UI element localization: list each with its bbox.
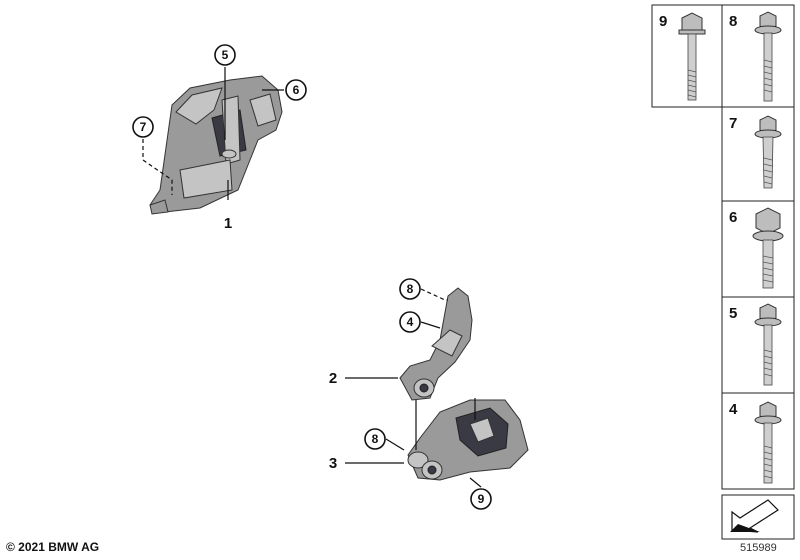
- callout-8-mid[interactable]: 8: [399, 278, 421, 300]
- cell-label-4: 4: [729, 401, 738, 418]
- svg-text:6: 6: [293, 83, 300, 97]
- cell-label-6: 6: [729, 209, 737, 226]
- svg-text:7: 7: [140, 120, 147, 134]
- bolt-6[interactable]: 6: [729, 207, 784, 289]
- engine-mount-bracket[interactable]: [149, 75, 283, 215]
- callout-4-mid[interactable]: 4: [399, 311, 421, 333]
- cell-label-7: 7: [729, 115, 737, 132]
- bolt-8[interactable]: 8: [729, 11, 782, 102]
- svg-text:5: 5: [222, 48, 229, 62]
- leader-9-low: [469, 477, 482, 488]
- cell-label-8: 8: [729, 13, 737, 30]
- transmission-mount[interactable]: [407, 398, 529, 481]
- leader-8-mid: [420, 288, 448, 301]
- cell-label-9: 9: [659, 13, 667, 30]
- label-part-1[interactable]: 1: [224, 215, 232, 232]
- svg-text:4: 4: [407, 315, 414, 329]
- callout-9-low[interactable]: 9: [470, 488, 492, 510]
- direction-arrow-icon: [730, 499, 779, 533]
- svg-text:8: 8: [407, 282, 414, 296]
- callout-7-top[interactable]: 7: [132, 116, 154, 138]
- callout-6-top[interactable]: 6: [285, 79, 307, 101]
- bolt-9[interactable]: 9: [659, 12, 706, 101]
- bolt-5[interactable]: 5: [729, 303, 782, 386]
- diagram-code: 515989: [740, 542, 777, 554]
- bolt-7[interactable]: 7: [729, 115, 782, 189]
- label-part-3[interactable]: 3: [329, 455, 337, 472]
- cell-label-5: 5: [729, 305, 737, 322]
- svg-text:8: 8: [372, 432, 379, 446]
- leader-8-low: [385, 438, 405, 451]
- callout-5-top[interactable]: 5: [214, 44, 236, 66]
- label-part-2[interactable]: 2: [329, 370, 337, 387]
- copyright-text: © 2021 BMW AG: [6, 540, 100, 554]
- leader-4-mid: [420, 321, 441, 329]
- leader-7-top: [142, 139, 173, 195]
- bolt-4[interactable]: 4: [729, 401, 782, 484]
- callout-8-low[interactable]: 8: [364, 428, 386, 450]
- parts-panel: [651, 4, 795, 540]
- svg-text:9: 9: [478, 492, 485, 506]
- torque-arm[interactable]: [399, 287, 473, 401]
